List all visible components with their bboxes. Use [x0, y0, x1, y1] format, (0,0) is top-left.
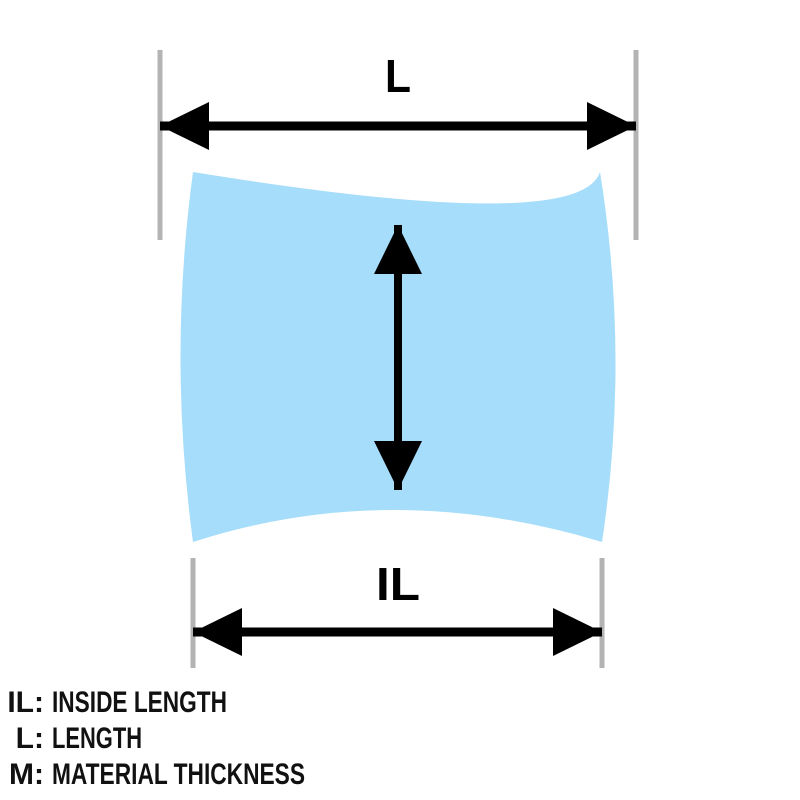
dimension-label-length: L [385, 50, 411, 102]
dimension-inside-length: IL [190, 558, 605, 668]
legend-value-m: MATERIAL THICKNESS [52, 758, 305, 791]
dimension-length: L [157, 50, 639, 240]
legend-row: L: LENGTH [16, 722, 142, 755]
legend: IL: INSIDE LENGTH L: LENGTH M: MATERIAL … [7, 686, 305, 791]
arrowhead-right-length [587, 102, 636, 150]
legend-row: IL: INSIDE LENGTH [7, 686, 227, 719]
arrowhead-left-length [160, 102, 209, 150]
arrowhead-left-inside-length [193, 608, 242, 656]
arrowhead-bottom-material-thickness [374, 441, 422, 490]
arrowhead-top-material-thickness [374, 225, 422, 274]
legend-value-l: LENGTH [52, 722, 142, 755]
legend-key-m: M: [9, 758, 44, 791]
legend-row: M: MATERIAL THICKNESS [9, 758, 305, 791]
legend-key-l: L: [16, 722, 44, 755]
legend-value-il: INSIDE LENGTH [52, 686, 227, 719]
legend-key-il: IL: [7, 686, 44, 719]
dimension-material-thickness [374, 225, 422, 490]
arrowhead-right-inside-length [553, 608, 602, 656]
dimension-label-inside-length: IL [376, 558, 420, 610]
